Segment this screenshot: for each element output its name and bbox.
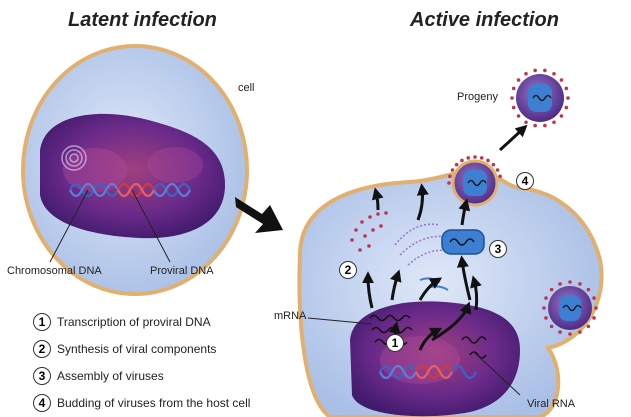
viral-rna-pointer	[473, 351, 521, 396]
spike-dot	[592, 316, 596, 320]
spike-dot	[559, 114, 564, 118]
chromosomal-dna-label: Chromosomal DNA	[7, 265, 102, 277]
spike-dot	[544, 296, 548, 300]
latent-cell	[21, 44, 249, 296]
legend-number: 2	[33, 339, 51, 358]
progeny-virion-right	[542, 280, 598, 336]
spike-dot	[479, 156, 484, 160]
spike-dot	[564, 105, 569, 110]
spike-dot	[473, 155, 477, 159]
spike-dot	[486, 158, 490, 163]
transition-arrow	[235, 197, 283, 233]
spike-dot	[559, 78, 564, 82]
viral-rna-strands	[461, 336, 487, 359]
spike-dot	[552, 120, 556, 125]
legend-number: 1	[33, 312, 51, 331]
spike-dot	[586, 324, 591, 329]
spike-dot	[586, 287, 591, 292]
spike-dot	[543, 123, 547, 128]
spike-dot	[543, 68, 547, 73]
step-marker-4: 4	[516, 172, 534, 190]
spike-dot	[578, 330, 582, 334]
spike-dot	[498, 174, 502, 179]
mrna-pointer	[307, 317, 373, 325]
spike-dot	[549, 287, 554, 292]
spike-dot	[491, 162, 496, 167]
spike-dot	[533, 123, 537, 128]
spike-dot	[568, 332, 572, 336]
spike-dot	[466, 156, 471, 160]
step-marker-1: 1	[386, 334, 404, 352]
spike-dot	[495, 168, 500, 172]
membrane-spikes	[447, 155, 502, 185]
spike-dot	[568, 280, 572, 284]
spike-dot	[524, 71, 528, 76]
step-marker-3: 3	[489, 240, 507, 258]
legend-item-2: 2 Synthesis of viral components	[33, 335, 250, 362]
progeny-label: Progeny	[457, 91, 498, 103]
spike-dot	[578, 282, 582, 286]
proviral-dna-pointer	[131, 189, 171, 263]
progeny-virion-top	[510, 68, 570, 128]
active-dna-helix	[379, 364, 477, 380]
spike-dot	[533, 68, 537, 73]
spike-dot	[558, 282, 562, 286]
latent-spiral-watermark	[61, 145, 87, 171]
assembled-capsid	[441, 229, 485, 255]
spike-dot	[450, 168, 455, 172]
steps-legend: 1 Transcription of proviral DNA 2 Synthe…	[33, 308, 250, 416]
active-title: Active infection	[410, 9, 559, 31]
spike-dot	[544, 316, 548, 320]
spike-dot	[566, 96, 570, 100]
spike-dot	[460, 158, 464, 163]
active-cell	[297, 155, 604, 417]
budding-virus	[451, 159, 499, 207]
spike-dot	[552, 71, 556, 76]
chromosomal-dna-pointer	[49, 189, 89, 263]
legend-item-4: 4 Budding of viruses from the host cell	[33, 389, 250, 416]
mrna-label: mRNA	[274, 310, 307, 322]
spike-dot	[564, 86, 569, 91]
viral-rna-label: Viral RNA	[527, 398, 576, 410]
spike-dot	[448, 174, 452, 179]
legend-text: Transcription of proviral DNA	[57, 314, 211, 329]
spike-dot	[516, 114, 521, 118]
legend-item-3: 3 Assembly of viruses	[33, 362, 250, 389]
spike-dot	[454, 162, 459, 167]
spike-dot	[516, 78, 521, 82]
spike-dot	[542, 306, 546, 310]
spike-dot	[510, 96, 514, 100]
latent-dna-helix	[69, 182, 191, 198]
spike-dot	[447, 181, 451, 185]
proviral-dna-label: Proviral DNA	[150, 265, 214, 277]
cell-label: cell	[238, 82, 255, 94]
step-marker-2: 2	[339, 261, 357, 279]
active-nucleus	[350, 301, 520, 417]
legend-item-1: 1 Transcription of proviral DNA	[33, 308, 250, 335]
spike-dot	[594, 306, 598, 310]
legend-text: Budding of viruses from the host cell	[57, 395, 251, 410]
spike-dot	[524, 120, 528, 125]
legend-text: Synthesis of viral components	[57, 341, 217, 356]
spike-dot	[511, 86, 516, 91]
legend-number: 4	[33, 393, 51, 412]
spike-dot	[592, 296, 596, 300]
spike-dot	[511, 105, 516, 110]
latent-title: Latent infection	[68, 9, 217, 31]
latent-nucleus	[40, 113, 225, 239]
spike-dot	[549, 324, 554, 329]
spike-dot	[558, 330, 562, 334]
legend-text: Assembly of viruses	[57, 368, 164, 383]
viral-protein-dots	[350, 211, 388, 252]
legend-number: 3	[33, 366, 51, 385]
